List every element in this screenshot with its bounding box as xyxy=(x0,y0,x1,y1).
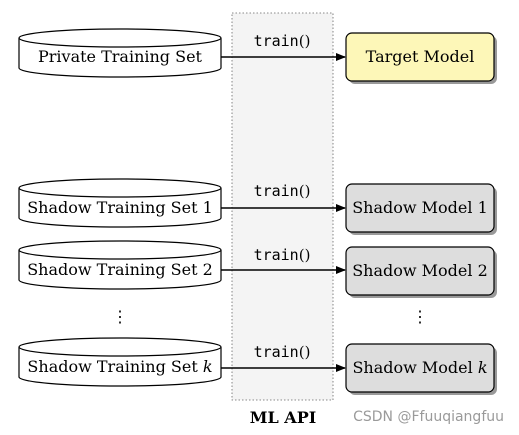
shadow-modelk-label: Shadow Model k xyxy=(352,358,487,377)
dataset-private-cylinder xyxy=(18,28,222,78)
train-call-private: train() xyxy=(254,32,311,50)
watermark: CSDN @Ffuuqiangfuu xyxy=(353,409,504,425)
ellipsis-datasets: ⋮ xyxy=(112,307,128,326)
ellipsis-models: ⋮ xyxy=(412,307,428,326)
target-model-label: Target Model xyxy=(366,47,475,66)
ml-api-band xyxy=(231,12,334,401)
dataset-shadowk-cylinder xyxy=(18,337,222,387)
dataset-shadowk-label: Shadow Training Set k xyxy=(27,357,212,376)
shadow-model1-label: Shadow Model 1 xyxy=(352,198,488,217)
train-call-shadowk: train() xyxy=(254,343,311,361)
train-call-shadow2: train() xyxy=(254,246,311,264)
dataset-private-label: Private Training Set xyxy=(38,47,203,66)
dataset-shadow2-label: Shadow Training Set 2 xyxy=(27,260,213,279)
ml-api-label: ML API xyxy=(250,408,316,427)
train-call-shadow1: train() xyxy=(254,182,311,200)
dataset-shadow1-label: Shadow Training Set 1 xyxy=(27,198,213,217)
shadow-model2-label: Shadow Model 2 xyxy=(352,261,488,280)
dataset-shadow1-cylinder xyxy=(18,178,222,228)
target-model-box xyxy=(345,32,497,84)
shadow-model1-box xyxy=(345,183,497,235)
shadow-model2-box xyxy=(345,246,497,298)
dataset-shadow2-cylinder xyxy=(18,240,222,290)
shadow-modelk-box xyxy=(345,343,497,395)
